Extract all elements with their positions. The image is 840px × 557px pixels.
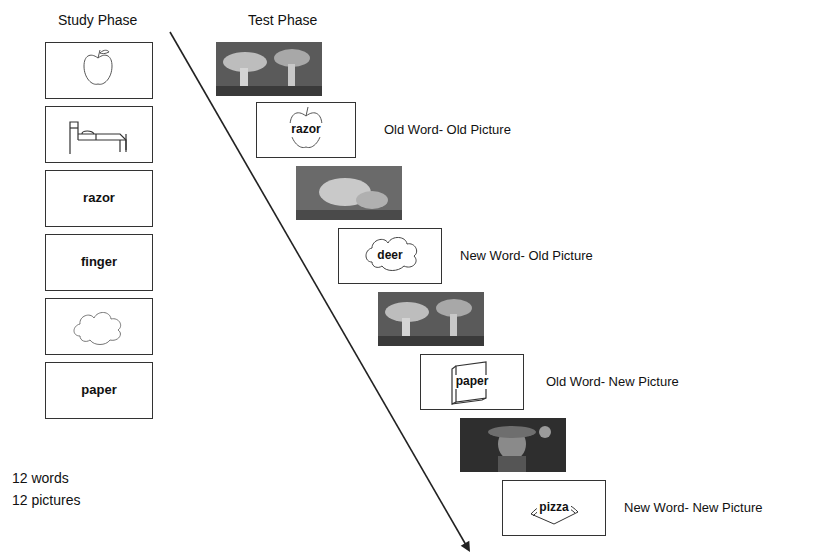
- pizza-outline: [531, 502, 578, 524]
- photo-part: [216, 86, 322, 96]
- photo: [216, 42, 322, 96]
- apple-drawing-part: [100, 50, 109, 53]
- apple-outline-part: [290, 113, 322, 148]
- item-word: pizza: [537, 501, 570, 514]
- study-word-box: razor: [45, 170, 153, 227]
- study-picture-boxes: [46, 43, 153, 355]
- test-item-box: deer: [338, 228, 442, 284]
- phase-heading: Test Phase: [248, 12, 317, 29]
- book-outline-part: [452, 398, 486, 404]
- photo-part: [498, 456, 526, 472]
- photo-part: [378, 292, 484, 346]
- test-item-box: paper: [420, 354, 524, 410]
- photo-part: [288, 64, 295, 88]
- timeline-arrow-part: [170, 32, 466, 545]
- photo-part: [296, 166, 402, 220]
- photo-part: [378, 336, 484, 346]
- apple-drawing: [84, 50, 112, 84]
- item-word: paper: [454, 375, 491, 388]
- item-word: razor: [83, 191, 115, 205]
- bed-drawing-part: [78, 134, 126, 140]
- bed-drawing-part: [70, 122, 78, 150]
- bed-drawing-part: [70, 134, 126, 154]
- count-note: 12 pictures: [12, 492, 80, 509]
- photo-part: [450, 314, 457, 338]
- study-word-box: finger: [45, 234, 153, 291]
- photo-part: [488, 426, 536, 438]
- pizza-outline-part: [531, 502, 578, 524]
- study-picture-boxes-part: [46, 299, 153, 355]
- timeline-arrow-part: [461, 541, 470, 552]
- photo-part: [539, 426, 551, 438]
- study-word-box: paper: [45, 362, 153, 419]
- phase-heading: Study Phase: [58, 12, 137, 29]
- test-item-box: razor: [256, 102, 356, 158]
- cloud-drawing: [74, 312, 121, 344]
- bed-drawing-part: [70, 127, 78, 128]
- item-word: razor: [289, 123, 322, 136]
- condition-label: New Word- New Picture: [624, 500, 762, 516]
- photo-part: [356, 191, 388, 209]
- cloud-outline-part: [366, 237, 417, 270]
- study-picture-boxes-part: [46, 43, 153, 99]
- photo: [460, 418, 566, 472]
- count-note: 12 words: [12, 470, 69, 487]
- bed-drawing-part: [78, 140, 126, 150]
- cloud-outline: [366, 237, 417, 270]
- test-item-box: pizza: [502, 480, 606, 536]
- condition-label: Old Word- New Picture: [546, 374, 679, 390]
- bed-drawing: [70, 122, 126, 154]
- bed-drawing-part: [82, 131, 94, 134]
- apple-outline-part: [306, 107, 308, 116]
- photo-part: [460, 418, 566, 472]
- cloud-drawing-part: [74, 312, 121, 344]
- apple-drawing-part: [98, 50, 100, 58]
- condition-label: Old Word- Old Picture: [384, 122, 511, 138]
- condition-label: New Word- Old Picture: [460, 248, 593, 264]
- item-word: deer: [375, 249, 404, 262]
- photo: [378, 292, 484, 346]
- photo-part: [296, 210, 402, 220]
- photo-part: [216, 42, 322, 96]
- photo: [296, 166, 402, 220]
- item-word: finger: [81, 255, 117, 269]
- apple-outline: [290, 107, 322, 148]
- study-picture-boxes-part: [46, 107, 153, 163]
- bed-drawing-part: [95, 134, 96, 140]
- item-word: paper: [81, 383, 116, 397]
- apple-drawing-part: [84, 55, 112, 84]
